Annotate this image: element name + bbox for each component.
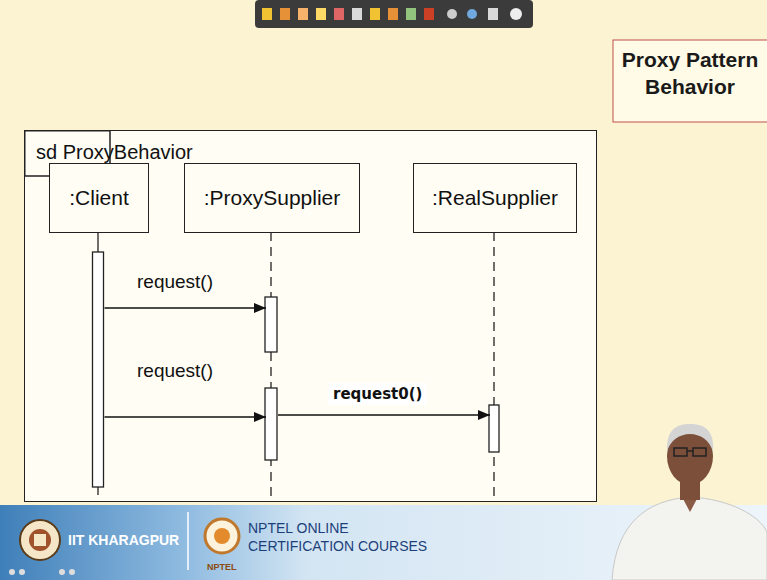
sequence-frame: :Client :ProxySupplier :RealSupplier sd Pro… [24, 130, 597, 502]
footer-text: IIT KHARAGPUR [68, 532, 183, 550]
toolbar-icon [334, 8, 344, 20]
lifelines [93, 232, 500, 497]
activation-bar [265, 388, 277, 460]
toolbar-icon [388, 8, 398, 20]
toolbar-icon [262, 8, 272, 20]
message-label: request0() [328, 383, 427, 405]
toolbar-icon [424, 8, 434, 20]
lifeline [97, 487, 98, 495]
nav-icon [69, 569, 75, 575]
logo-ring [20, 520, 60, 560]
toolbar-icon [316, 8, 326, 20]
toolbar-icon [298, 8, 308, 20]
lifeline-name: :RealSupplier [432, 186, 558, 210]
frame-fill [24, 130, 597, 502]
logo-core [214, 528, 230, 544]
toolbar-icon [370, 8, 380, 20]
lifeline [493, 232, 494, 497]
slide-title: Proxy Pattern Behavior [615, 46, 765, 101]
activation-bar [93, 252, 104, 487]
toolbar-icon [352, 8, 362, 20]
activation-bar [265, 297, 277, 352]
toolbar-icon [467, 9, 477, 19]
logo-mark [34, 534, 46, 546]
logo-ring [205, 519, 239, 553]
message-arrow [105, 307, 267, 309]
message-label: request() [137, 360, 213, 382]
presenter-figure [612, 424, 767, 580]
nptel-logo [205, 519, 239, 553]
message-arrow [278, 414, 490, 416]
toolbar-icon [447, 9, 457, 19]
logo-core [29, 529, 51, 551]
lifeline-name: :Client [69, 186, 129, 210]
toolbar-icon [488, 8, 498, 20]
toolbar-icon [510, 8, 522, 20]
presenter-glasses [693, 448, 706, 456]
lifeline-name: :ProxySupplier [204, 186, 341, 210]
footer-text: NPTEL ONLINE CERTIFICATION COURSES [248, 520, 438, 555]
message-label: request() [137, 271, 213, 293]
toolbar-bar [255, 0, 533, 28]
message-arrow [105, 416, 267, 418]
footer-separator [187, 512, 189, 570]
lifeline [97, 232, 98, 252]
footer-text: NPTEL [207, 562, 247, 573]
nav-icon [9, 569, 15, 575]
presenter-glasses [674, 448, 687, 456]
presenter-shirt [612, 497, 767, 580]
lifeline-box: :ProxySupplier [184, 163, 360, 233]
lifeline-box: :RealSupplier [413, 163, 577, 233]
iit-logo [20, 520, 60, 560]
nav-icon [19, 569, 25, 575]
lifeline-box: :Client [49, 163, 149, 233]
pen-toolbar [255, 0, 533, 28]
toolbar-icon [406, 8, 416, 20]
toolbar-icon [280, 8, 290, 20]
activation-bar [489, 405, 499, 452]
title-box [613, 40, 767, 122]
nav-icon [59, 569, 65, 575]
nav-icons [9, 569, 75, 575]
frame-name: sd ProxyBehavior [25, 131, 193, 164]
presenter-glasses [687, 450, 693, 452]
